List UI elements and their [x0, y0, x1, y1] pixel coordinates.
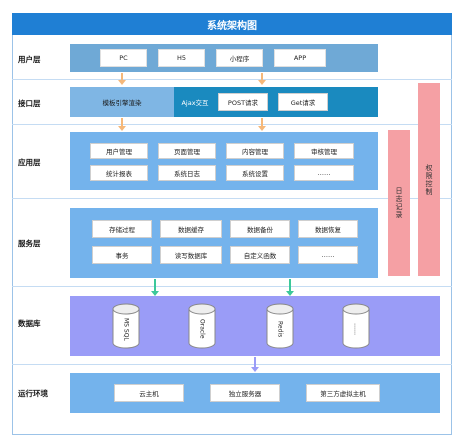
- interface-item-get: Get请求: [278, 93, 328, 111]
- service-layer-panel: 存储过程 数据缓存 数据备份 数据恢复 事务 读写数据库 自定义函数 ……: [70, 208, 378, 278]
- user-layer-panel: PC H5 小程序 APP: [70, 44, 378, 72]
- app-item: 系统日志: [158, 165, 216, 181]
- layer-label-user: 用户层: [18, 55, 41, 64]
- database-cylinder-icon: [188, 303, 216, 349]
- permission-panel-label: 权限控制: [425, 163, 433, 196]
- layer-divider: [12, 198, 452, 199]
- layer-label-runtime: 运行环境: [18, 389, 48, 398]
- interface-item-ajax: Ajax交互: [181, 99, 209, 107]
- layer-divider: [12, 286, 452, 287]
- service-item: 自定义函数: [230, 246, 290, 264]
- service-item: 存储过程: [92, 220, 152, 238]
- interface-item-post: POST请求: [218, 93, 268, 111]
- database-cylinder-icon: [112, 303, 140, 349]
- layer-label-database: 数据库: [18, 319, 41, 328]
- runtime-item-dedicated: 独立服务器: [210, 384, 280, 402]
- layer-label-application: 应用层: [18, 158, 41, 167]
- service-item: 数据恢复: [298, 220, 358, 238]
- runtime-item-vhost: 第三方虚拟主机: [306, 384, 380, 402]
- database-layer-panel: MS SQL Oracle Redis ……: [70, 296, 440, 356]
- app-item: 统计报表: [90, 165, 148, 181]
- user-item-miniprogram: 小程序: [216, 49, 263, 67]
- runtime-item-cloud: 云主机: [114, 384, 184, 402]
- service-item: 读写数据库: [160, 246, 222, 264]
- interface-item-template: 模板引擎渲染: [102, 99, 142, 107]
- log-panel: 日志记录: [388, 130, 410, 276]
- app-item: 内容管理: [226, 143, 284, 159]
- app-item: ……: [294, 165, 354, 181]
- service-item: 数据缓存: [160, 220, 222, 238]
- database-cylinder-icon: [342, 303, 370, 349]
- database-label: MS SQL: [122, 317, 130, 341]
- app-item: 系统设置: [226, 165, 284, 181]
- app-item: 审核管理: [294, 143, 354, 159]
- database-cylinder-icon: [266, 303, 294, 349]
- app-item: 用户管理: [90, 143, 148, 159]
- interface-ajax-panel: Ajax交互 POST请求 Get请求: [174, 87, 378, 117]
- database-label: ……: [352, 323, 360, 335]
- layer-label-interface: 接口层: [18, 99, 41, 108]
- service-item: ……: [298, 246, 358, 264]
- interface-template-panel: 模板引擎渲染: [70, 87, 174, 117]
- application-layer-panel: 用户管理 页面管理 内容管理 审核管理 统计报表 系统日志 系统设置 ……: [70, 132, 378, 190]
- app-item: 页面管理: [158, 143, 216, 159]
- log-panel-label: 日志记录: [395, 187, 403, 219]
- service-item: 事务: [92, 246, 152, 264]
- user-item-h5: H5: [158, 49, 205, 67]
- database-mssql: MS SQL: [112, 303, 140, 349]
- database-more: ……: [342, 303, 370, 349]
- database-oracle: Oracle: [188, 303, 216, 349]
- layer-label-service: 服务层: [18, 239, 41, 248]
- database-redis: Redis: [266, 303, 294, 349]
- service-item: 数据备份: [230, 220, 290, 238]
- layer-divider: [12, 124, 452, 125]
- layer-divider: [12, 79, 452, 80]
- database-label: Redis: [276, 320, 284, 338]
- database-label: Oracle: [198, 319, 206, 339]
- user-item-app: APP: [274, 49, 326, 67]
- user-item-pc: PC: [100, 49, 147, 67]
- runtime-layer-panel: 云主机 独立服务器 第三方虚拟主机: [70, 373, 440, 413]
- layer-divider: [12, 364, 452, 365]
- permission-panel: 权限控制: [418, 83, 440, 276]
- diagram-title: 系统架构图: [12, 13, 452, 35]
